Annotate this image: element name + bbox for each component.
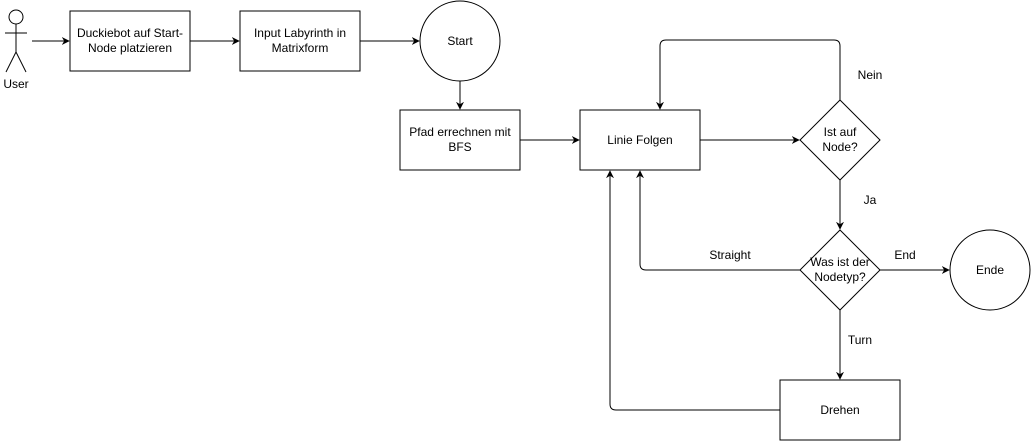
node-place-bot-line-2: Node platzieren xyxy=(88,41,172,55)
edge-is-node-no xyxy=(656,39,841,110)
node-start: Start xyxy=(419,0,501,82)
node-input-maze-line-2: Matrixform xyxy=(272,41,329,55)
node-compute-path-line-2: BFS xyxy=(448,140,471,154)
node-is-node-decision: Ist auf Node? xyxy=(799,99,881,181)
user-actor-head xyxy=(8,9,24,25)
node-input-maze: Input Labyrinth in Matrixform xyxy=(239,10,361,72)
node-compute-path-line-1: Pfad errechnen mit xyxy=(409,125,511,139)
node-turn-label: Drehen xyxy=(820,403,859,417)
edge-label-straight: Straight xyxy=(709,248,751,262)
edge-label-yes: Ja xyxy=(864,193,877,207)
user-actor-label: User xyxy=(3,77,28,91)
node-node-type-line-2: Nodetyp? xyxy=(814,270,866,284)
edge-node-type-straight xyxy=(636,170,800,271)
node-is-node-line-1: Ist auf xyxy=(824,125,857,139)
user-actor xyxy=(5,9,27,73)
node-node-type-line-1: Was ist der xyxy=(810,255,870,269)
node-end: Ende xyxy=(949,229,1031,311)
edge-label-turn: Turn xyxy=(848,333,872,347)
edge-label-end: End xyxy=(894,248,915,262)
node-place-bot: Duckiebot auf Start- Node platzieren xyxy=(69,10,191,72)
node-follow-line: Linie Folgen xyxy=(579,109,701,171)
node-start-label: Start xyxy=(447,34,473,48)
node-input-maze-line-1: Input Labyrinth in xyxy=(254,26,346,40)
edges xyxy=(32,37,950,411)
node-compute-path: Pfad errechnen mit BFS xyxy=(399,109,521,171)
node-node-type-decision: Was ist der Nodetyp? xyxy=(799,229,881,311)
node-is-node-line-2: Node? xyxy=(822,140,858,154)
node-turn: Drehen xyxy=(779,379,901,441)
node-follow-line-label: Linie Folgen xyxy=(607,133,672,147)
edge-label-no: Nein xyxy=(858,68,883,82)
edge-turn-to-follow-line xyxy=(606,170,780,411)
node-place-bot-line-1: Duckiebot auf Start- xyxy=(77,26,183,40)
node-end-label: Ende xyxy=(976,263,1004,277)
